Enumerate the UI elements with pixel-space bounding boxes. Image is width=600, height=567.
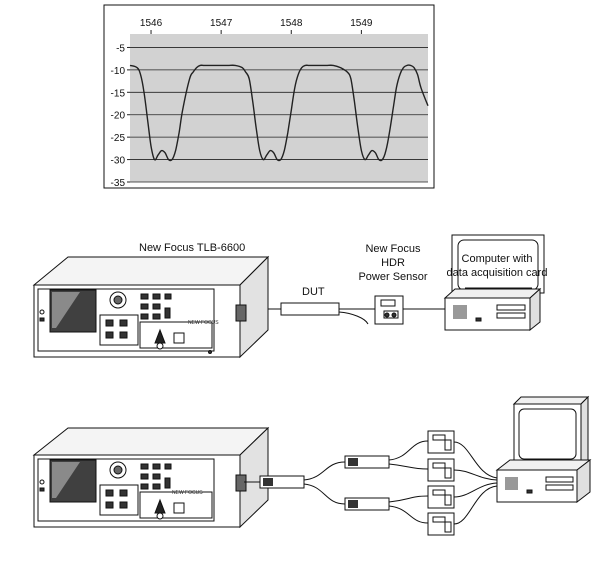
sensor-label-line3: Power Sensor [358, 271, 427, 283]
x-tick-label: 1546 [140, 18, 163, 29]
computer-label-line1: Computer with [462, 253, 533, 265]
laser-brand-label-2: NEW FOCUS [172, 490, 203, 496]
splitter-network [244, 440, 429, 524]
computer [443, 234, 545, 332]
computer-2 [495, 395, 592, 504]
y-tick-label: -35 [111, 178, 126, 189]
power-sensor-array [427, 430, 455, 536]
y-tick-label: -5 [116, 43, 125, 54]
x-tick-label: 1547 [210, 18, 233, 29]
dut-label: DUT [302, 286, 325, 298]
x-tick-label: 1548 [280, 18, 303, 29]
setup-single-sensor: NEW FOCUS New Focus TLB-6600 DUT New Foc… [32, 234, 548, 359]
transmission-curve [129, 64, 429, 162]
wavelength-sweep-chart: -5 -10 -15 -20 -25 -30 -35 1546 1547 1548 1549 [103, 4, 435, 189]
y-tick-label: -10 [111, 66, 126, 77]
sensor-label-line1: New Focus [365, 243, 421, 255]
power-sensor-3 [427, 485, 455, 509]
laser-instrument-2 [32, 426, 270, 529]
y-tick-label: -30 [111, 156, 126, 167]
power-sensor-1 [427, 430, 455, 454]
power-sensor-4 [427, 512, 455, 536]
setup-multi-sensor: NEW FOCUS [32, 395, 592, 536]
computer-label-line2: data acquisition card [447, 267, 548, 279]
laser-instrument [32, 255, 270, 359]
y-tick-label: -15 [111, 88, 126, 99]
x-tick-label: 1549 [350, 18, 373, 29]
dut-component [280, 302, 340, 316]
sensor-cables [453, 441, 498, 525]
laser-model-label: New Focus TLB-6600 [139, 242, 245, 254]
power-sensor-2 [427, 458, 455, 482]
y-tick-label: -25 [111, 133, 126, 144]
laser-brand-label: NEW FOCUS [188, 320, 219, 326]
sensor-label-line2: HDR [381, 257, 405, 269]
fiber-link [268, 295, 445, 325]
y-tick-label: -20 [111, 111, 126, 122]
